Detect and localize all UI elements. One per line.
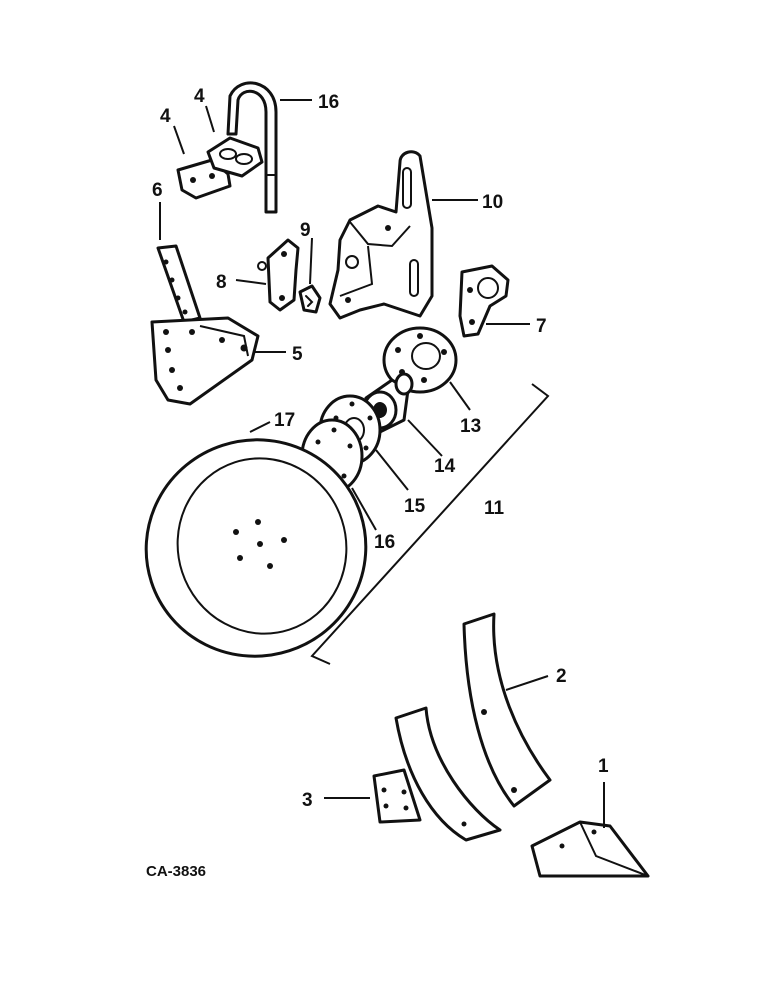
callout-13: 13	[460, 416, 481, 437]
callout-8: 7	[536, 316, 547, 337]
boot-part-3	[372, 706, 502, 842]
small-link-part-9	[257, 238, 300, 312]
callout-5: 5	[292, 344, 303, 365]
callout-labels: 16 4 4 6 10 9 8 7 5 17 13 14 15 11 16 2 …	[146, 86, 609, 880]
leader-lines	[159, 99, 605, 828]
shank-part-2	[462, 612, 552, 808]
callout-4-lower: 4	[160, 106, 171, 127]
callout-16: 16	[374, 532, 395, 553]
callout-4-upper: 4	[194, 86, 205, 107]
assembly-bracket-12	[310, 383, 550, 665]
point-part-1	[530, 820, 650, 878]
callout-3: 3	[302, 790, 313, 811]
callout-7: 16	[318, 92, 339, 113]
callout-17: 17	[274, 410, 295, 431]
callout-1: 1	[598, 756, 609, 777]
pivot-bracket-part-8	[458, 264, 510, 338]
callout-10: 9	[300, 220, 311, 241]
figure-code: CA-3836	[146, 863, 206, 880]
main-bracket-part-11	[328, 150, 434, 320]
strap-part-6	[156, 244, 202, 324]
callout-2: 2	[556, 666, 567, 687]
bracket-plate-part-5	[150, 316, 260, 406]
callout-12: 11	[484, 498, 505, 519]
clip-part-10	[298, 284, 322, 314]
callout-15: 15	[404, 496, 426, 517]
callout-6: 6	[152, 180, 163, 201]
callout-11: 10	[482, 192, 503, 213]
callout-9: 8	[216, 272, 227, 293]
link-plate-part-4b	[206, 136, 264, 178]
callout-14: 14	[434, 456, 456, 477]
hook-rod-part-7	[226, 81, 278, 214]
disc-part-17	[144, 438, 368, 658]
